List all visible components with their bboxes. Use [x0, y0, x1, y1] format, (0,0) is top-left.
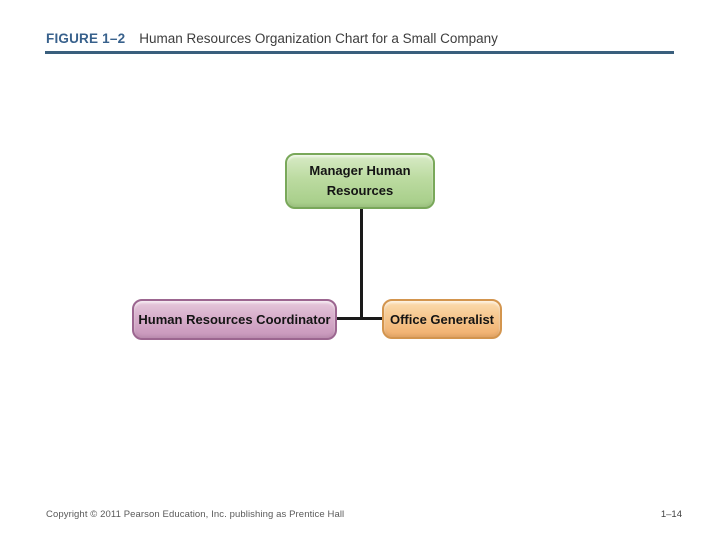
page-number: 1–14	[660, 509, 682, 520]
org-node-label: Human Resources Coordinator	[138, 312, 331, 327]
org-node-human-resources-coordinator: Human Resources Coordinator	[132, 299, 337, 340]
org-node-label: Manager Human Resources	[309, 162, 411, 198]
connector-coordinator-generalist	[337, 317, 382, 320]
connector-manager-down	[360, 208, 363, 320]
org-node-office-generalist: Office Generalist	[382, 299, 502, 339]
org-node-label: Office Generalist	[389, 311, 495, 327]
org-node-manager-human-resources: Manager Human Resources	[285, 153, 435, 209]
copyright-text: Copyright © 2011 Pearson Education, Inc.…	[46, 509, 345, 520]
figure-title: Human Resources Organization Chart for a…	[139, 31, 498, 46]
slide-header: FIGURE 1–2 Human Resources Organization C…	[46, 30, 676, 48]
figure-label: FIGURE 1–2	[46, 31, 126, 46]
header-rule	[45, 51, 674, 54]
